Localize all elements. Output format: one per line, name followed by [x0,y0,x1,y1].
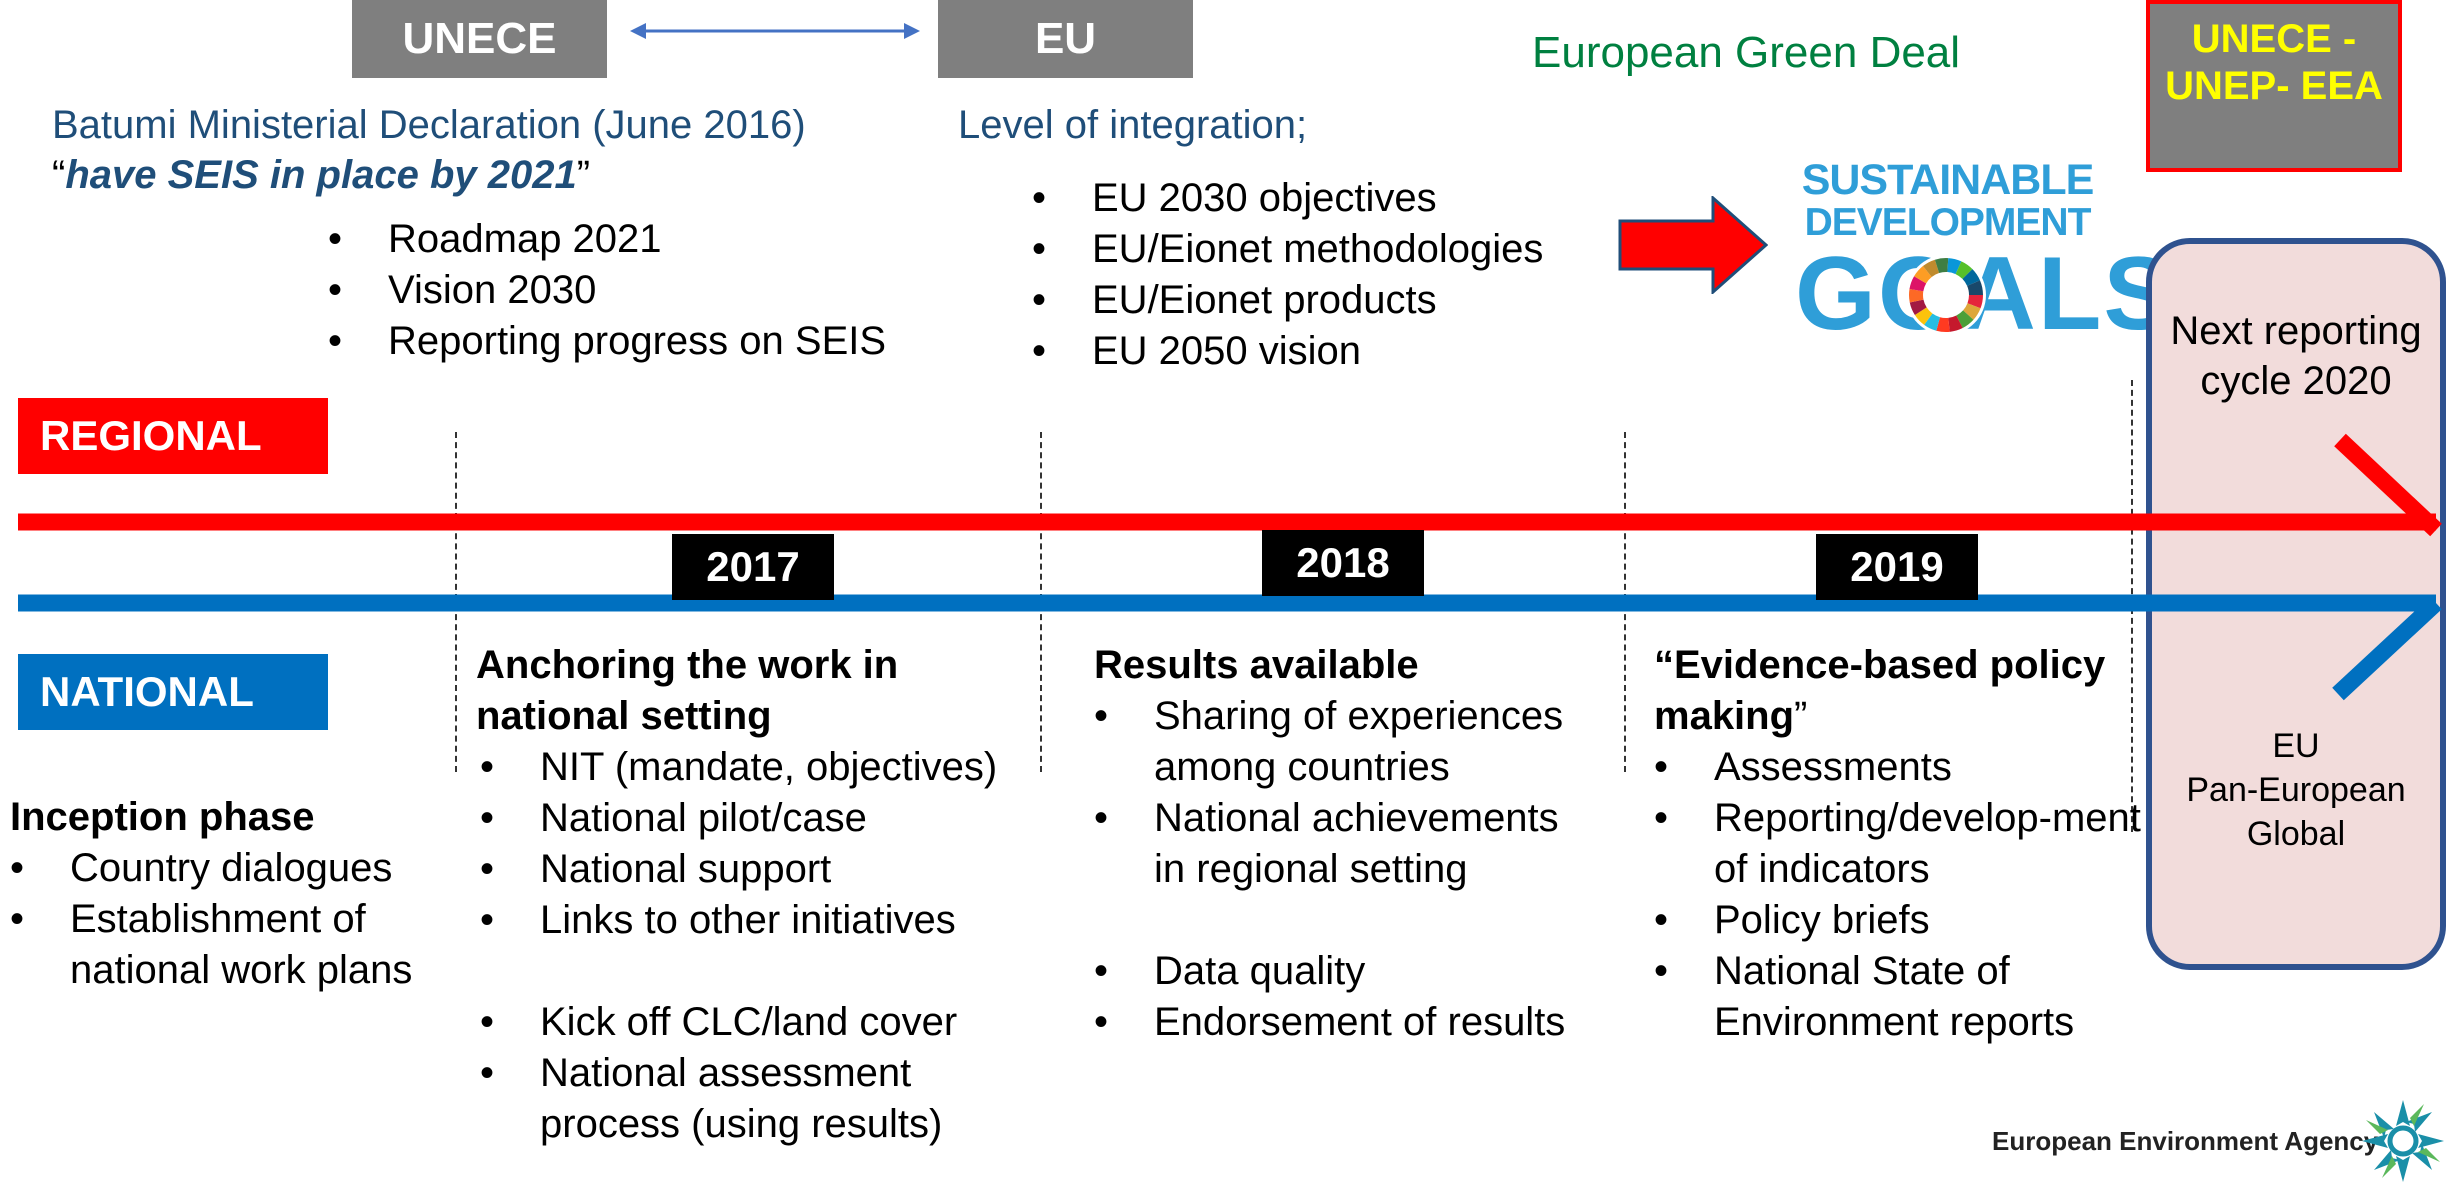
sdg-line-2: DEVELOPMENT [1804,201,2092,244]
list-item: NIT (mandate, objectives) [480,742,1046,793]
sdg-line-1: SUSTAINABLE [1801,156,2095,204]
quote-close: ” [576,153,591,197]
list-item: EU/Eionet methodologies [1032,224,1543,275]
phase-2019-heading-text: “Evidence-based policy making [1654,643,2106,738]
inception-phase: Inception phase Country dialogues Establ… [10,792,430,996]
unece-unep-eea-box: UNECE - UNEP- EEA [2146,0,2402,172]
eu-box: EU [938,0,1193,78]
list-item: Endorsement of results [1094,997,1594,1048]
phase-2017-list: NIT (mandate, objectives) National pilot… [480,742,1046,1150]
phase-2019-heading-close: ” [1794,694,1808,738]
list-item: Reporting/develop-ment of indicators [1654,793,2144,895]
phase-2019: “Evidence-based policy making” Assessmen… [1654,640,2144,1048]
list-item: EU 2030 objectives [1032,173,1543,224]
unece-box: UNECE [352,0,607,78]
integration-list: EU 2030 objectives EU/Eionet methodologi… [1032,173,1543,377]
scope-pan-european: Pan-European [2186,771,2406,809]
integration-title: Level of integration; [958,103,1308,147]
list-item: Kick off CLC/land cover [480,997,1046,1048]
phase-2019-heading: “Evidence-based policy making” [1654,640,2144,742]
scope-eu: EU [2272,727,2320,765]
eu-label: EU [1034,14,1097,63]
scope-list: EU Pan-European Global [2152,724,2440,856]
list-item: National pilot/case [480,793,1046,844]
list-item: Reporting progress on SEIS [328,316,886,367]
phase-2019-list: Assessments Reporting/develop-ment of in… [1654,742,2144,1048]
regional-label: REGIONAL [18,398,328,474]
list-item: Sharing of experiences among countries [1094,691,1594,793]
phase-2017: Anchoring the work in national setting N… [476,640,1046,1150]
unece-unep-eea-label: UNECE - UNEP- EEA [2165,17,2383,108]
phase-2018-list: Sharing of experiences among countries N… [1094,691,1594,1048]
list-item: Vision 2030 [328,265,886,316]
list-item: National achievements in regional settin… [1094,793,1594,895]
national-timeline [18,594,2442,701]
phase-2017-heading: Anchoring the work in national setting [476,643,899,738]
year-2017: 2017 [672,534,834,600]
list-item: EU 2050 vision [1032,326,1543,377]
batumi-quote: “have SEIS in place by 2021” [52,153,590,198]
next-cycle-title: Next reporting cycle 2020 [2170,309,2422,403]
green-deal-label: European Green Deal [1532,28,1961,77]
list-item: Assessments [1654,742,2144,793]
eea-footer: European Environment Agency [1992,1096,2452,1186]
sdg-logo: SUSTAINABLE DEVELOPMENT GOALS [1795,156,2173,346]
batumi-quote-text: have SEIS in place by 2021 [65,153,577,197]
right-arrow-icon [1618,196,1768,294]
double-arrow-icon [630,23,920,39]
list-item: Establishment of national work plans [10,894,430,996]
inception-list: Country dialogues Establishment of natio… [10,843,430,996]
list-item: Links to other initiatives [480,895,1046,946]
quote-open: “ [52,153,66,197]
list-item: Data quality [1094,946,1594,997]
eea-agency-name: European Environment Agency [1992,1126,2379,1156]
list-item: Country dialogues [10,843,430,894]
list-item: Roadmap 2021 [328,214,886,265]
inception-heading: Inception phase [10,795,315,839]
list-item: National support [480,844,1046,895]
list-item: Policy briefs [1654,895,2144,946]
scope-global: Global [2246,815,2346,853]
eea-logo-icon [2362,1100,2444,1182]
unece-label: UNECE [402,14,557,63]
national-label: NATIONAL [18,654,328,730]
regional-timeline [18,433,2442,537]
phase-2018: Results available Sharing of experiences… [1094,640,1594,1048]
batumi-title: Batumi Ministerial Declaration (June 201… [52,103,806,147]
year-2018: 2018 [1262,530,1424,596]
batumi-list: Roadmap 2021 Vision 2030 Reporting progr… [328,214,886,367]
phase-2018-heading: Results available [1094,643,1419,687]
year-2019: 2019 [1816,534,1978,600]
sdg-wheel-icon [1906,255,1986,335]
list-item: EU/Eionet products [1032,275,1543,326]
list-item: National assessment process (using resul… [480,1048,1046,1150]
list-item: National State of Environment reports [1654,946,2144,1048]
